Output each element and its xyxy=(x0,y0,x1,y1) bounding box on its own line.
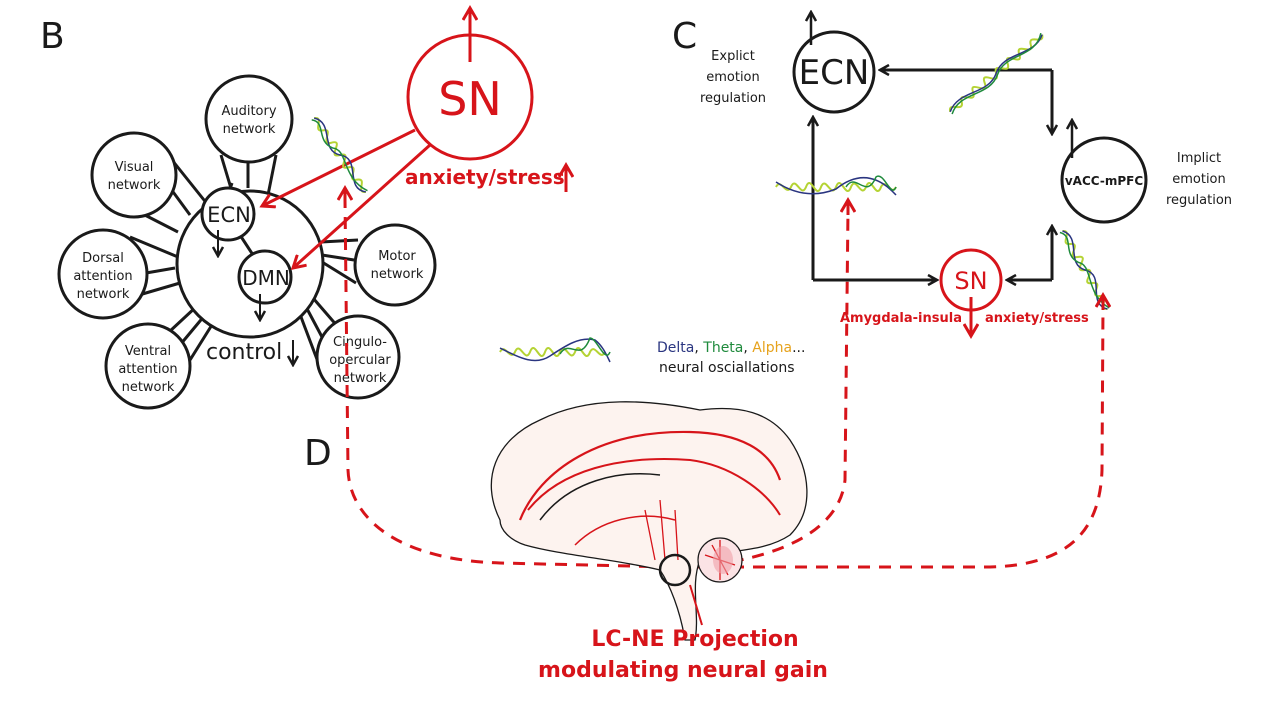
svg-text:emotion: emotion xyxy=(706,70,760,85)
oscillation-wave-c-top xyxy=(949,32,1044,115)
network-motor: Motor network xyxy=(353,223,437,307)
brain-sagittal-illustration xyxy=(490,401,808,641)
svg-text:network: network xyxy=(77,287,130,302)
b-ecn-node: ECN xyxy=(200,186,256,256)
oscillation-wave-b xyxy=(311,117,368,193)
svg-text:emotion: emotion xyxy=(1172,172,1226,187)
svg-text:Visual: Visual xyxy=(115,160,154,175)
svg-text:attention: attention xyxy=(118,362,177,377)
b-sn-node: SN xyxy=(406,8,534,161)
panel-c-letter: C xyxy=(672,16,697,57)
panel-b-letter: B xyxy=(40,16,65,57)
svg-text:Delta, Theta, Alpha...: Delta, Theta, Alpha... xyxy=(657,340,805,356)
svg-text:control: control xyxy=(206,340,282,365)
svg-text:network: network xyxy=(223,122,276,137)
svg-text:Cingulo-: Cingulo- xyxy=(333,335,387,350)
svg-text:SN: SN xyxy=(954,267,987,295)
svg-text:opercular: opercular xyxy=(329,353,391,368)
c-ecn-description: Explict emotion regulation xyxy=(700,49,766,106)
network-auditory: Auditory network xyxy=(204,74,294,164)
svg-text:regulation: regulation xyxy=(700,91,766,106)
network-dorsal-attention: Dorsal attention network xyxy=(57,228,149,320)
oscillation-legend: Delta, Theta, Alpha... neural osciallati… xyxy=(499,337,805,376)
locus-coeruleus-marker xyxy=(658,553,692,587)
svg-text:vACC-mPFC: vACC-mPFC xyxy=(1065,174,1143,188)
network-visual: Visual network xyxy=(90,131,178,219)
svg-text:SN: SN xyxy=(438,72,502,126)
svg-text:Explict: Explict xyxy=(711,49,755,64)
panel-d-letter: D xyxy=(304,433,332,474)
svg-text:attention: attention xyxy=(73,269,132,284)
lcne-path-to-b xyxy=(343,199,673,569)
network-ventral-attention: Ventral attention network xyxy=(104,322,192,410)
svg-text:Motor: Motor xyxy=(378,249,416,264)
c-amygdala-label: Amygdala-insula xyxy=(840,311,962,326)
svg-text:network: network xyxy=(108,178,161,193)
svg-text:Dorsal: Dorsal xyxy=(82,251,124,266)
c-vacc-description: Implict emotion regulation xyxy=(1166,151,1232,208)
svg-text:network: network xyxy=(122,380,175,395)
svg-text:ECN: ECN xyxy=(207,203,251,227)
c-anxiety-label: anxiety/stress xyxy=(985,311,1089,326)
svg-text:DMN: DMN xyxy=(242,266,290,290)
svg-text:network: network xyxy=(334,371,387,386)
legend-wave-icon xyxy=(499,337,611,363)
b-dmn-node: DMN xyxy=(237,249,293,320)
svg-text:Ventral: Ventral xyxy=(125,344,171,359)
b-anxiety-label: anxiety/stress xyxy=(405,165,566,192)
network-cingulo-opercular: Cingulo- opercular network xyxy=(315,314,401,400)
c-vacc-node: vACC-mPFC xyxy=(1060,120,1148,224)
c-ecn-node: ECN xyxy=(792,12,876,114)
lcne-path-to-c-sn xyxy=(690,304,1105,569)
svg-text:Auditory: Auditory xyxy=(221,104,276,119)
c-sn-node: SN xyxy=(939,248,1003,336)
control-label: control xyxy=(206,340,293,365)
svg-text:Implict: Implict xyxy=(1177,151,1221,166)
svg-text:regulation: regulation xyxy=(1166,193,1232,208)
svg-text:ECN: ECN xyxy=(799,53,870,93)
lcne-caption-line2: modulating neural gain xyxy=(538,658,828,683)
svg-text:neural osciallations: neural osciallations xyxy=(659,360,795,376)
svg-text:network: network xyxy=(371,267,424,282)
lcne-caption-line1: LC-NE Projection xyxy=(591,627,798,652)
sn-to-dmn-arrow xyxy=(293,143,432,268)
oscillation-wave-c-left xyxy=(775,175,897,196)
svg-text:anxiety/stress: anxiety/stress xyxy=(405,165,565,189)
sn-to-ecn-arrow xyxy=(262,128,416,206)
